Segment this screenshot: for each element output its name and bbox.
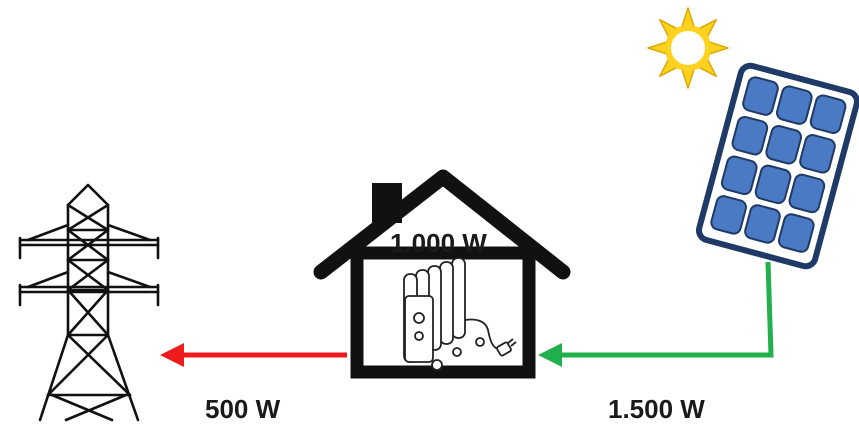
grid-export-label: 500 W	[205, 394, 281, 424]
oil-radiator-icon	[403, 257, 517, 371]
solar-production-label: 1.500 W	[608, 394, 705, 424]
sun-icon	[647, 7, 729, 89]
house-icon	[313, 169, 571, 379]
solar-panel-icon	[695, 62, 859, 270]
grid-export-arrow	[160, 343, 347, 367]
solar-feed-arrow	[538, 261, 774, 367]
house-consumption-label: 1.000 W	[390, 228, 487, 258]
transmission-tower-icon	[18, 183, 160, 422]
